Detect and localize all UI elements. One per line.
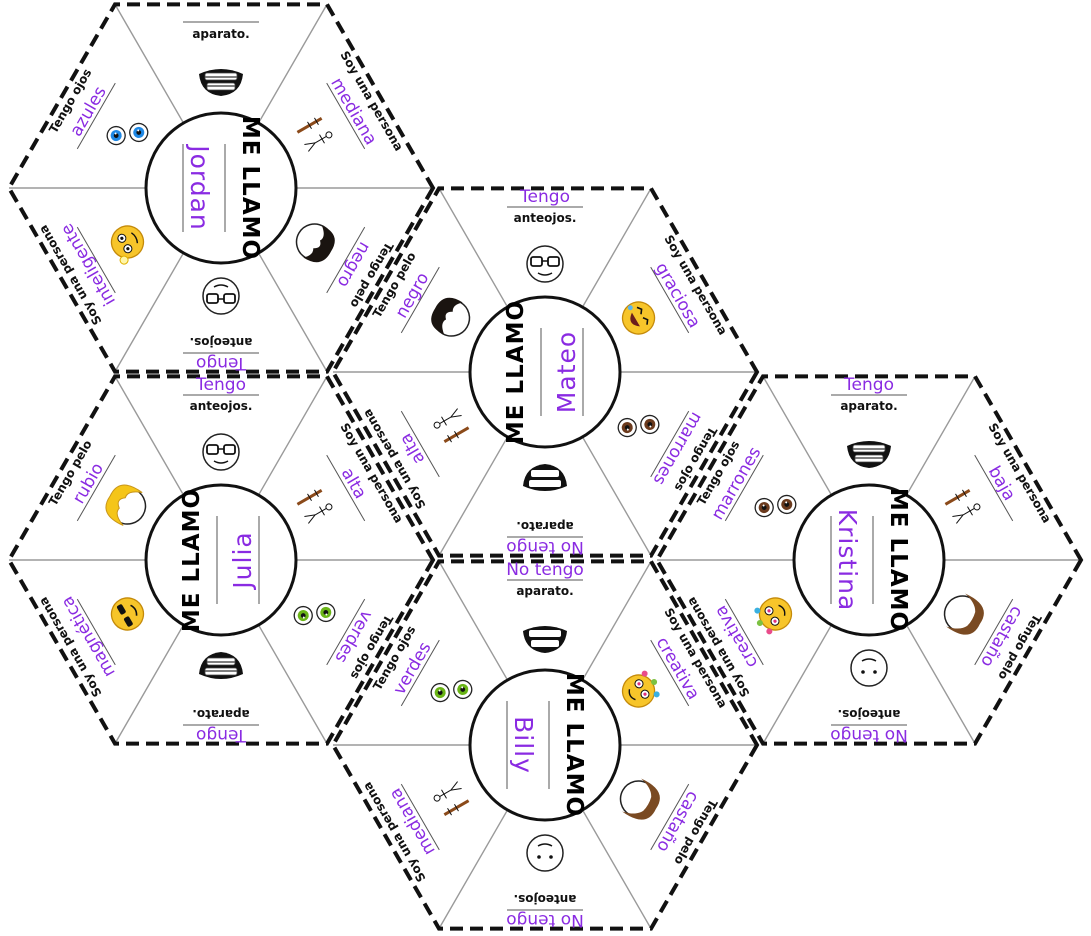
green-eyes-icon [430,679,473,703]
smart-emoji-icon [110,225,145,265]
section-teeth-mouth-4-0: No tengo aparato. [506,560,584,653]
glasses-face-icon [202,277,240,315]
section-glasses-face-2-0: Tengo anteojos. [183,375,259,471]
brown-hair-icon [619,778,660,820]
section-prompt: anteojos. [190,399,253,413]
section-answer: Tengo [196,353,247,373]
section-glasses-face-0-3: Tengo anteojos. [183,277,259,373]
section-braces-mouth-3-0: Tengo aparato. [831,375,907,468]
height-ruler-icon [433,408,470,443]
glasses-face-icon [526,245,564,283]
cut-outline [6,374,436,746]
section-answer: Tengo [519,187,570,207]
name-card-name: Kristina [833,509,862,612]
height-ruler-icon [433,781,470,816]
section-answer: Tengo [843,375,894,395]
black-hair-icon [295,223,335,263]
section-braces-mouth-0-0: aparato. [183,21,259,96]
section-prompt: anteojos. [190,335,253,349]
height-ruler-icon [944,489,981,524]
section-answer: No tengo [506,910,584,930]
section-prompt: anteojos. [514,211,577,225]
cut-outline [6,2,436,374]
name-card-name: Jordan [185,143,214,231]
braces-mouth-icon [847,441,891,468]
cool-emoji-icon [110,597,145,631]
section-plain-face-4-3: No tengo anteojos. [506,834,584,930]
green-eyes-icon [293,602,336,626]
section-answer: No tengo [506,560,584,580]
hexagon-billy: No tengo aparato. Soy una personacreativaT… [330,559,760,931]
section-prompt: anteojos. [838,707,901,721]
section-prompt: aparato. [192,27,249,41]
section-glasses-face-1-0: Tengo anteojos. [507,187,583,283]
brown-eyes-icon [617,414,660,438]
teeth-mouth-icon [523,464,567,491]
section-teeth-mouth-1-3: No tengo aparato. [506,464,584,557]
laughing-emoji-icon [621,301,656,335]
braces-mouth-icon [199,652,243,679]
brown-hair-icon [943,593,984,635]
section-answer: Tengo [195,375,246,395]
creative-emoji-icon [621,670,660,708]
section-plain-face-3-3: No tengo anteojos. [830,649,908,745]
teeth-mouth-icon [523,626,567,653]
creative-emoji-icon [754,597,793,635]
name-card-title: ME LLAMO [179,488,205,632]
blue-eyes-icon [106,122,149,146]
section-answer: Tengo [196,725,247,745]
section-prompt: aparato. [192,707,249,721]
cut-outline [330,559,760,931]
cut-outline [654,374,1084,746]
brown-eyes-icon [754,494,797,518]
section-prompt: aparato. [516,584,573,598]
section-prompt: aparato. [840,399,897,413]
height-ruler-icon [296,489,333,524]
name-card-title: ME LLAMO [885,488,911,632]
plain-face-icon [850,649,888,687]
name-card-name: Julia [228,531,257,590]
name-card-billy: ME LLAMO Billy [468,668,622,822]
blond-hair-icon [105,484,147,526]
name-card-title: ME LLAMO [503,300,529,444]
section-prompt: aparato. [516,519,573,533]
cut-outline [330,186,760,558]
section-prompt: anteojos. [514,892,577,906]
name-card-name: Mateo [552,331,581,413]
section-answer: No tengo [830,725,908,745]
name-card-mateo: ME LLAMO Mateo [468,295,622,449]
section-answer: No tengo [506,537,584,557]
height-ruler-icon [296,117,333,152]
section-braces-mouth-2-3: Tengo aparato. [183,652,259,745]
name-card-title: ME LLAMO [237,116,263,260]
glasses-face-icon [202,433,240,471]
name-card-jordan: ME LLAMO Jordan [144,111,298,265]
black-hair-icon [431,297,471,337]
name-card-name: Billy [509,716,538,774]
name-card-title: ME LLAMO [561,673,587,817]
braces-mouth-icon [199,69,243,96]
name-card-julia: ME LLAMO Julia [144,483,298,637]
plain-face-icon [526,834,564,872]
name-card-kristina: ME LLAMO Kristina [792,483,946,637]
